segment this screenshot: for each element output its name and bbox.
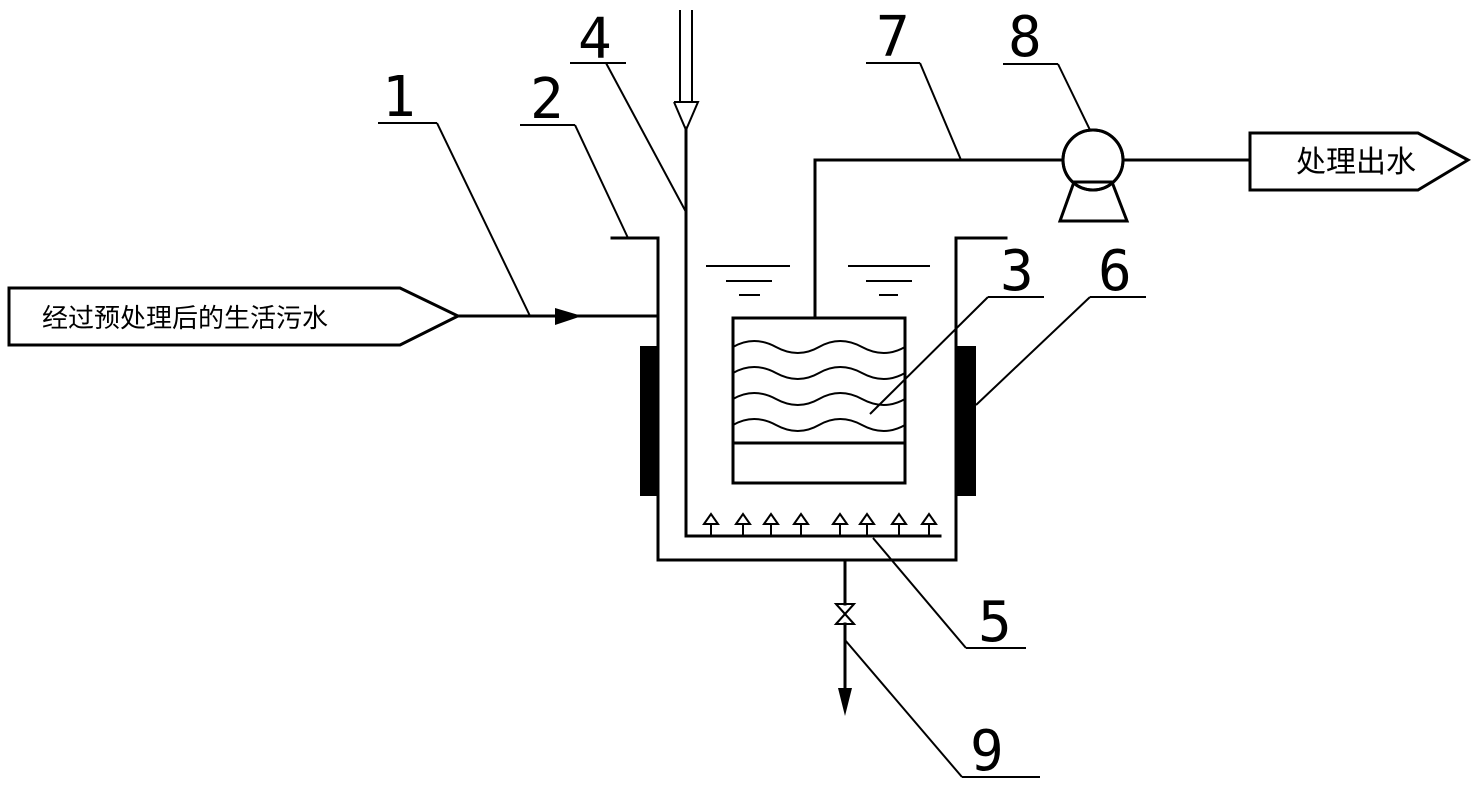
heating-jacket-right bbox=[956, 346, 976, 496]
wave-icon bbox=[732, 340, 906, 354]
heating-jacket-left bbox=[640, 346, 658, 496]
callout-4: 4 bbox=[578, 7, 612, 72]
outlet-label-box: 处理出水 bbox=[1248, 131, 1472, 192]
callout-8: 8 bbox=[1008, 5, 1042, 70]
callout-leaders bbox=[378, 62, 1146, 778]
water-level-left bbox=[706, 265, 790, 296]
reactor-vessel bbox=[610, 236, 1008, 562]
inlet-label-box: 经过预处理后的生活污水 bbox=[7, 286, 462, 347]
water-level-right bbox=[848, 265, 930, 296]
outlet-pentagon bbox=[1248, 131, 1472, 192]
callout-9: 9 bbox=[970, 719, 1004, 784]
outlet-pipe bbox=[813, 158, 1065, 320]
air-inlet-arrow-icon bbox=[673, 10, 700, 133]
outlet-label: 处理出水 bbox=[1296, 145, 1416, 180]
drain-arrow-icon bbox=[838, 688, 852, 716]
pump-icon bbox=[1057, 128, 1130, 223]
callout-1: 1 bbox=[382, 65, 416, 130]
callout-7: 7 bbox=[876, 5, 910, 70]
inlet-arrow-icon bbox=[555, 308, 582, 325]
callout-5: 5 bbox=[978, 590, 1012, 655]
aerator-icon bbox=[702, 512, 938, 536]
callout-3: 3 bbox=[1000, 239, 1034, 304]
callout-6: 6 bbox=[1098, 239, 1132, 304]
inlet-label: 经过预处理后的生活污水 bbox=[42, 304, 328, 334]
inlet-pentagon bbox=[7, 286, 462, 347]
valve-icon bbox=[833, 603, 857, 625]
membrane-module bbox=[731, 316, 907, 485]
callout-2: 2 bbox=[530, 67, 564, 132]
